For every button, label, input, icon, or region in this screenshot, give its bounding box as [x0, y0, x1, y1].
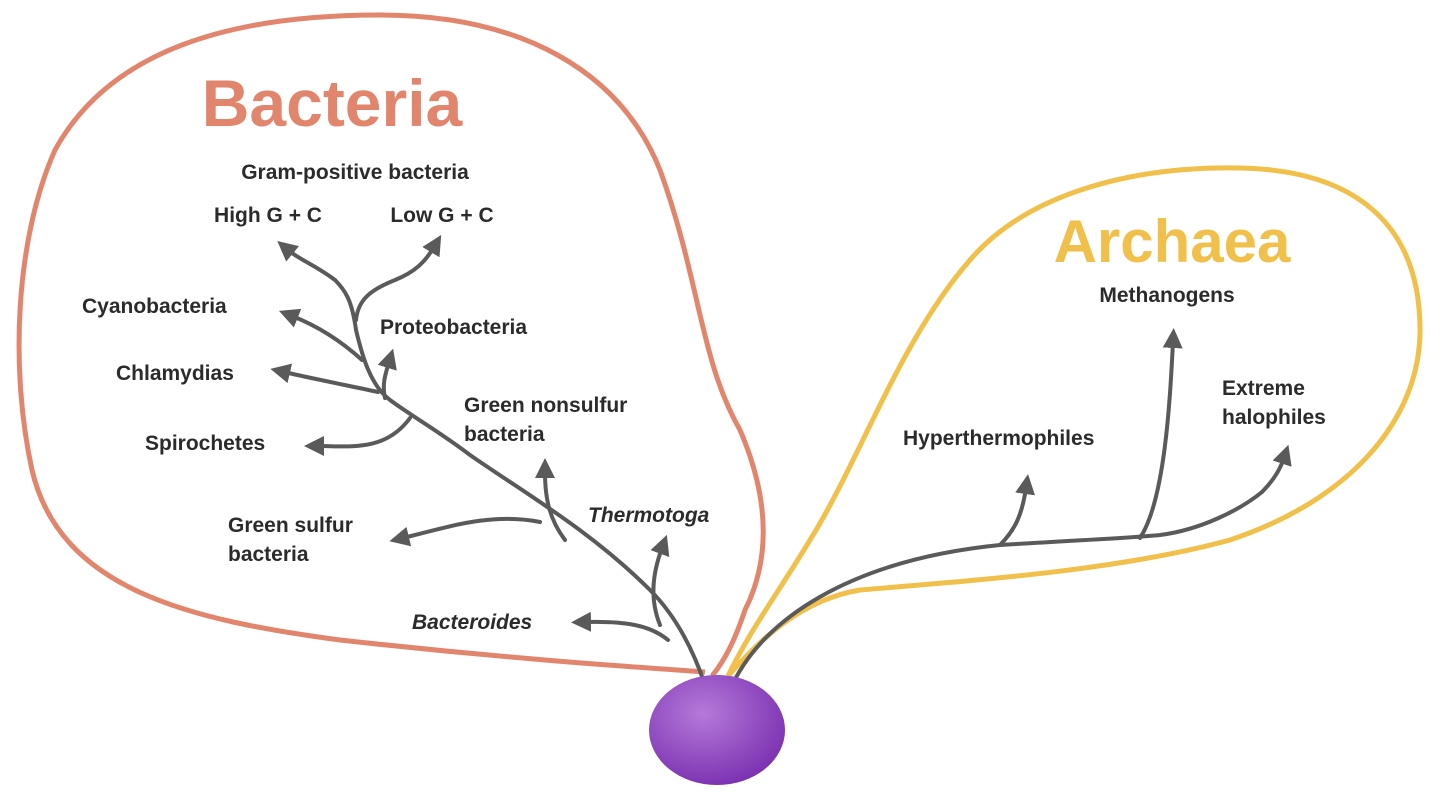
branch-chlamydias	[270, 363, 380, 394]
branch-green-sulfur	[389, 516, 542, 547]
label-low-gc: Low G + C	[390, 204, 493, 227]
branch-spirochetes	[304, 416, 412, 457]
branch-methanogens	[1138, 328, 1183, 540]
label-high-gc: High G + C	[214, 204, 322, 227]
branch-low-gc	[354, 234, 442, 322]
archaea-branches	[728, 328, 1292, 692]
label-thermotoga: Thermotoga	[588, 504, 710, 527]
archaea-title: Archaea	[1054, 208, 1291, 275]
label-chlamydias: Chlamydias	[116, 362, 234, 385]
label-proteobacteria: Proteobacteria	[380, 316, 527, 339]
branch-cyanobacteria	[278, 308, 364, 362]
label-bacteroides: Bacteroides	[412, 611, 532, 634]
label-extreme-line1: Extreme	[1222, 377, 1305, 400]
archaea-trunk	[728, 490, 1264, 692]
label-gram-positive: Gram-positive bacteria	[241, 161, 469, 184]
branch-hyperthermophiles	[998, 474, 1036, 547]
label-hyperthermophiles: Hyperthermophiles	[903, 427, 1094, 450]
label-spirochetes: Spirochetes	[145, 432, 265, 455]
bacteria-title: Bacteria	[202, 66, 464, 140]
bacteria-trunk	[333, 278, 707, 687]
label-green-sulfur-line2: bacteria	[228, 543, 309, 566]
branch-thermotoga	[650, 534, 670, 627]
label-methanogens: Methanogens	[1099, 284, 1234, 307]
branch-green-nonsulfur	[535, 458, 567, 542]
universal-ancestor-root	[649, 675, 785, 785]
label-green-sulfur-line1: Green sulfur	[228, 514, 353, 537]
label-cyanobacteria: Cyanobacteria	[82, 295, 227, 318]
branch-bacteroides	[571, 611, 670, 642]
label-green-nonsulfur-line2: bacteria	[464, 423, 545, 446]
branch-proteobacteria	[377, 348, 397, 400]
branch-extreme-halophiles	[1260, 444, 1292, 494]
bacteria-boundary	[16, 12, 766, 678]
label-green-nonsulfur-line1: Green nonsulfur	[464, 394, 627, 417]
bacteria-branches	[270, 234, 707, 687]
archaea-boundary	[725, 165, 1423, 678]
label-extreme-line2: halophiles	[1222, 406, 1326, 429]
branch-high-gc	[277, 241, 337, 282]
